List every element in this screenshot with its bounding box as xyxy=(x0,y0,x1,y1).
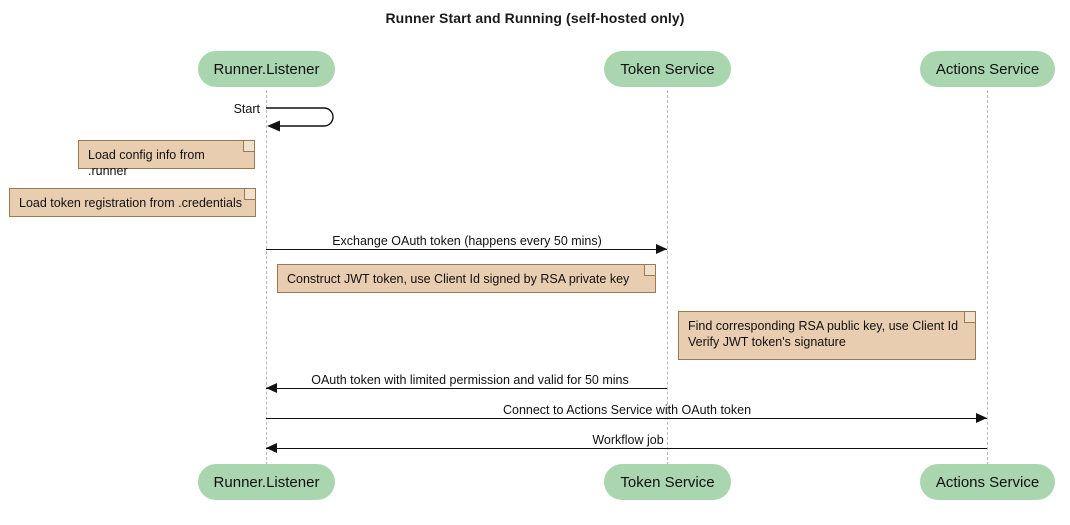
message-line-oauth-token-reply xyxy=(266,388,667,389)
message-label-oauth-token-reply: OAuth token with limited permission and … xyxy=(311,373,629,387)
participant-label: Runner.Listener xyxy=(213,473,320,491)
message-start xyxy=(266,105,346,135)
note-construct-jwt-token: Construct JWT token, use Client Id signe… xyxy=(277,264,656,293)
note-text: Find corresponding RSA public key, use C… xyxy=(688,319,959,349)
message-label-workflow-job: Workflow job xyxy=(592,433,664,447)
participant-runner-top[interactable]: Runner.Listener xyxy=(198,51,335,87)
arrowhead-connect-actions-service xyxy=(976,413,987,423)
note-load-config-info: Load config info from .runner xyxy=(78,140,255,178)
arrowhead-oauth-token-reply xyxy=(266,383,277,393)
participant-label: Runner.Listener xyxy=(213,60,320,78)
participant-label: Actions Service xyxy=(935,60,1040,78)
diagram-title: Runner Start and Running (self-hosted on… xyxy=(385,10,685,26)
participant-runner-bottom[interactable]: Runner.Listener xyxy=(198,464,335,500)
participant-label: Token Service xyxy=(620,60,715,78)
message-line-connect-actions-service xyxy=(266,418,987,419)
note-text: Load config info from .runner xyxy=(88,148,205,178)
lifeline-actions xyxy=(987,90,988,465)
note-fold-corner-icon xyxy=(964,312,975,323)
arrowhead-exchange-oauth-token xyxy=(656,244,667,254)
message-label-connect-actions-service: Connect to Actions Service with OAuth to… xyxy=(502,403,752,417)
lifeline-token xyxy=(667,90,668,465)
arrowhead-workflow-job xyxy=(266,443,277,453)
note-fold-corner-icon xyxy=(243,141,254,152)
note-verify-jwt-token: Find corresponding RSA public key, use C… xyxy=(678,311,976,360)
participant-token-top[interactable]: Token Service xyxy=(604,51,731,87)
participant-actions-top[interactable]: Actions Service xyxy=(920,51,1055,87)
note-text: Construct JWT token, use Client Id signe… xyxy=(287,272,630,286)
participant-actions-bottom[interactable]: Actions Service xyxy=(920,464,1055,500)
note-text: Load token registration from .credential… xyxy=(19,196,243,210)
participant-token-bottom[interactable]: Token Service xyxy=(604,464,731,500)
note-fold-corner-icon xyxy=(244,189,255,200)
message-line-exchange-oauth-token xyxy=(266,249,667,250)
message-label-exchange-oauth-token: Exchange OAuth token (happens every 50 m… xyxy=(332,234,602,248)
note-fold-corner-icon xyxy=(644,265,655,276)
note-load-token-registration: Load token registration from .credential… xyxy=(9,188,256,217)
participant-label: Token Service xyxy=(620,473,715,491)
message-line-workflow-job xyxy=(266,448,987,449)
lifeline-runner xyxy=(266,90,267,465)
participant-label: Actions Service xyxy=(935,473,1040,491)
message-label-start: Start xyxy=(233,102,260,116)
